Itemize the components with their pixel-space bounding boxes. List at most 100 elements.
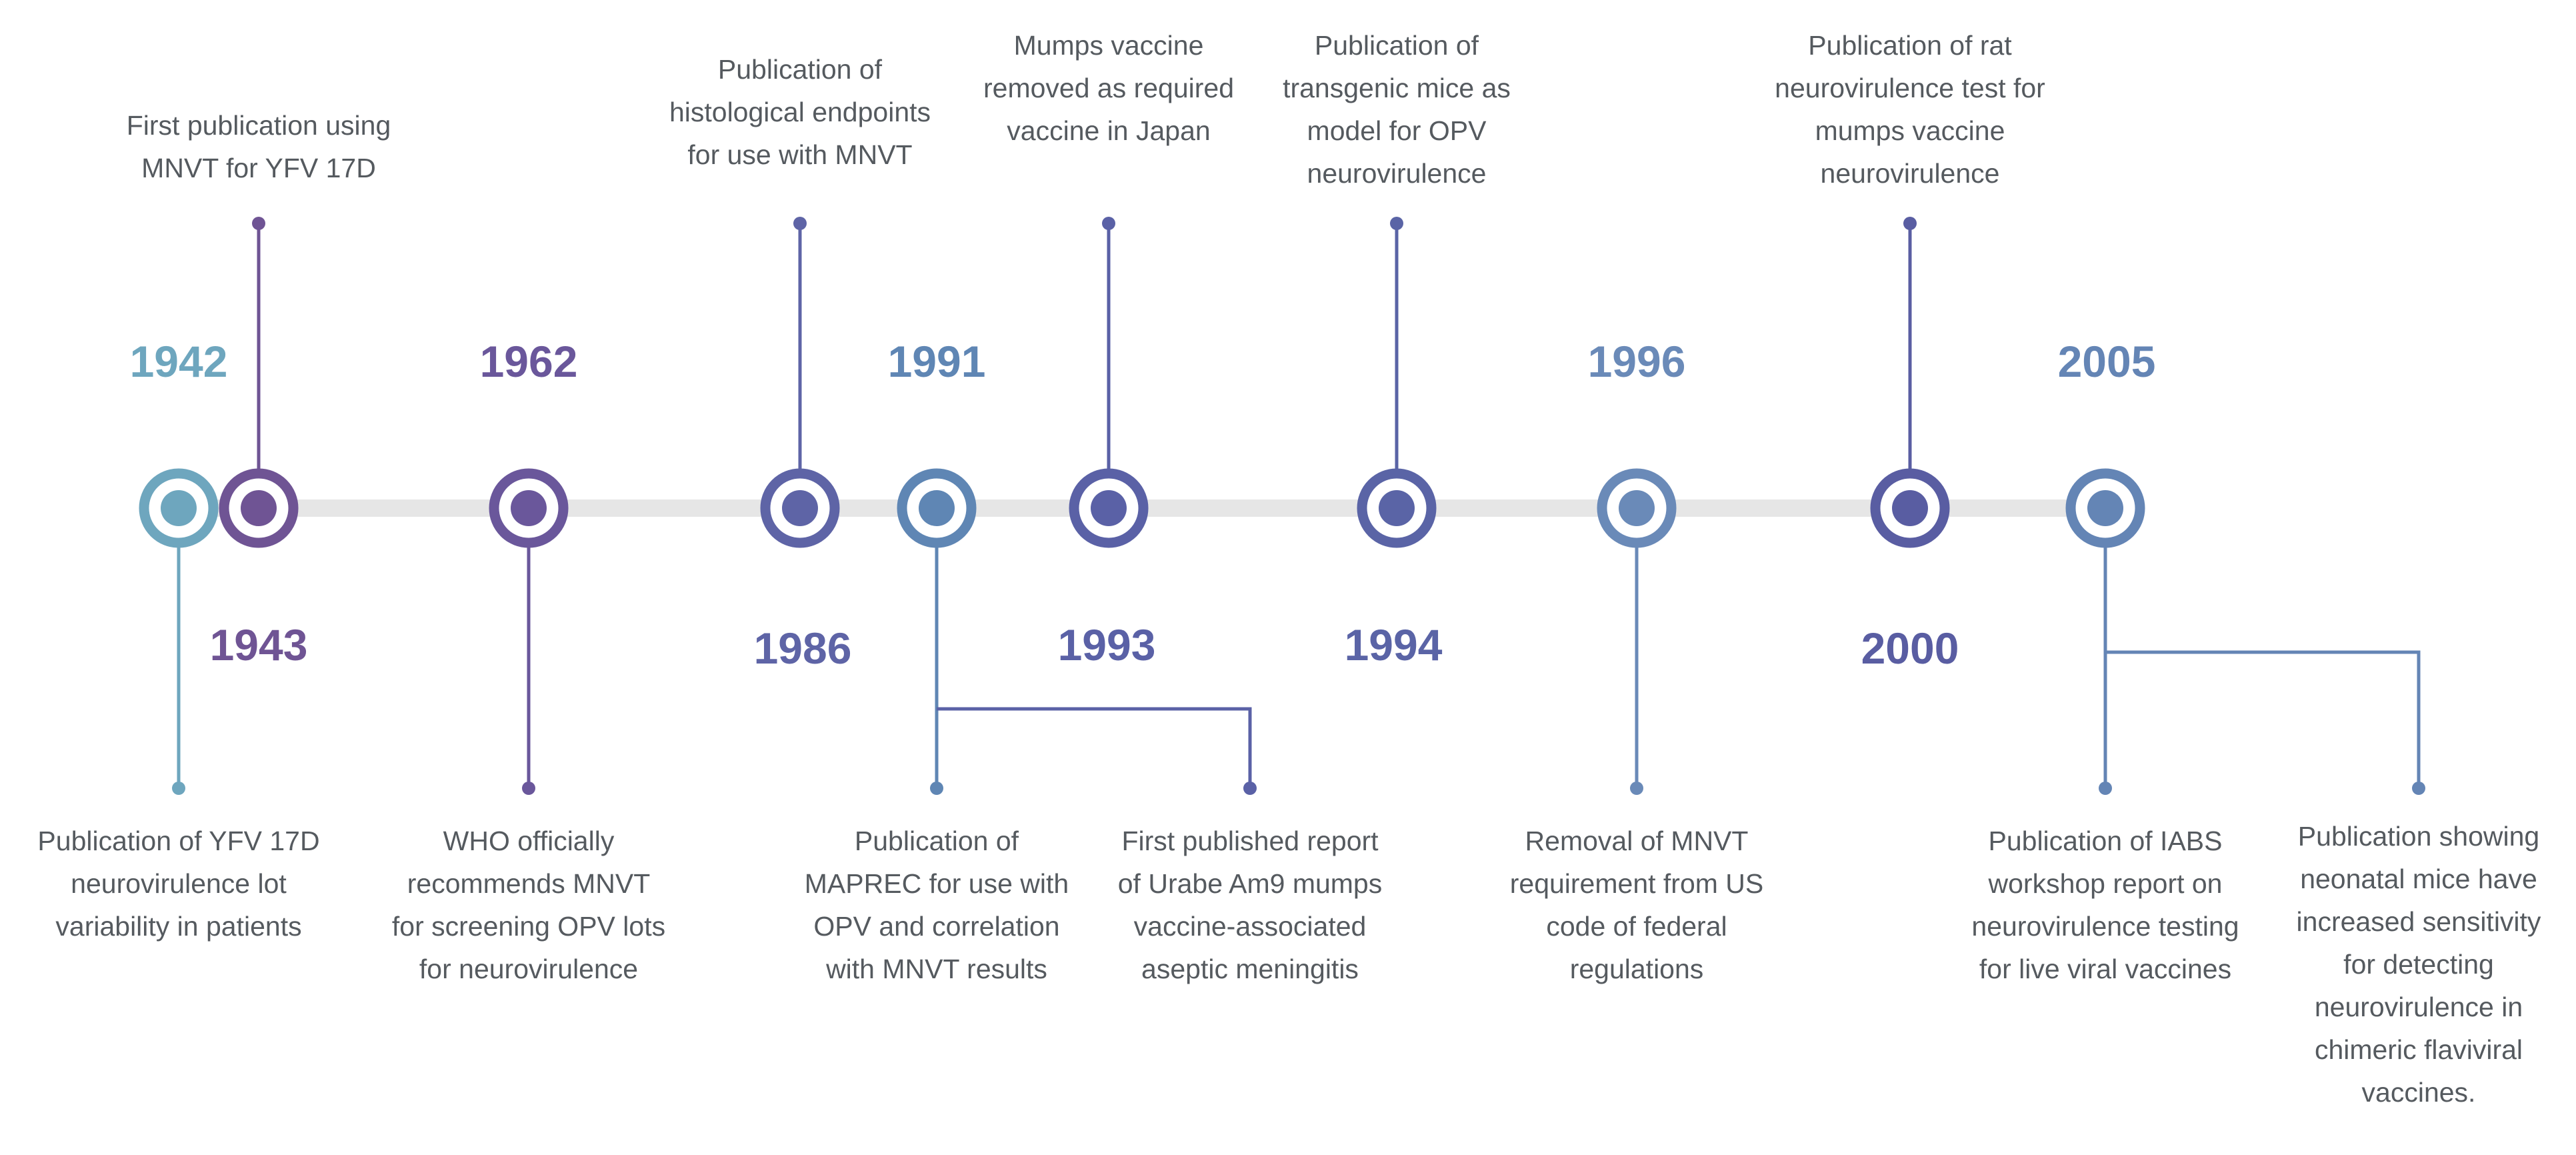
description-line: Publication of IABS [1989,826,2223,856]
node-core [241,490,277,526]
timeline-node-1942 [139,468,219,548]
description-line: mumps vaccine [1815,115,2005,146]
node-core [782,490,818,526]
connector-lines [172,217,2425,795]
node-core [919,490,955,526]
event-description-2005b: Publication showing neonatal mice have inc… [2297,821,2541,1108]
event-endpoint-dot-1993a [1102,217,1115,230]
description-line: requirement from US [1510,868,1764,899]
event-connector-2005b [2105,650,2421,788]
description-line: model for OPV [1307,115,1487,146]
timeline-node-1991 [897,468,977,548]
description-line: vaccine-associated [1134,911,1367,942]
description-line: OPV and correlation [813,911,1059,942]
description-line: MAPREC for use with [805,868,1069,899]
description-line: histological endpoints [669,97,931,127]
description-line: for use with MNVT [687,139,912,170]
description-line: Mumps vaccine [1014,30,1204,61]
year-label-1986: 1986 [754,624,852,673]
timeline-node-1986 [760,468,840,548]
timeline-node-1962 [489,468,569,548]
node-core [511,490,547,526]
year-label-1942: 1942 [130,337,228,386]
timeline-node-2000 [1870,468,1950,548]
event-endpoint-dot-1993b [1243,782,1257,795]
node-core [161,490,197,526]
year-label-1993a: 1993 [1058,620,1156,670]
description-line: workshop report on [1988,868,2223,899]
description-line: for neurovirulence [419,954,638,984]
timeline-nodes [139,468,2145,548]
timeline-node-1993a [1069,468,1149,548]
description-line: MNVT for YFV 17D [141,153,376,183]
description-line: Removal of MNVT [1525,826,1749,856]
timeline-node-1996 [1597,468,1677,548]
year-label-1991: 1991 [888,337,986,386]
description-line: recommends MNVT [407,868,651,899]
description-line: Publication showing [2298,821,2539,852]
description-line: regulations [1570,954,1704,984]
year-label-1994: 1994 [1345,620,1443,670]
description-line: of Urabe Am9 mumps [1118,868,1383,899]
description-line: chimeric flaviviral [2315,1034,2523,1065]
description-line: increased sensitivity [2297,906,2541,937]
description-line: neurovirulence testing [1971,911,2239,942]
event-endpoint-dot-1943 [252,217,265,230]
description-line: with MNVT results [825,954,1047,984]
description-line: Publication of [1315,30,1479,61]
description-line: Publication of [855,826,1019,856]
year-label-1962: 1962 [480,337,578,386]
description-line: neurovirulence lot [71,868,287,899]
description-line: neurovirulence [1307,158,1487,189]
description-line: aseptic meningitis [1141,954,1359,984]
description-line: Publication of rat [1808,30,2012,61]
description-line: Publication of [718,54,883,85]
node-core [1619,490,1655,526]
year-label-2000: 2000 [1861,624,1959,673]
description-line: removed as required [983,73,1234,103]
event-description-1994: Publication of transgenic mice as model fo… [1283,30,1511,189]
event-description-1986: Publication of histological endpoints for … [669,54,931,170]
event-connector-1993b [937,707,1252,788]
description-line: First published report [1121,826,1379,856]
event-description-1993b: First published report of Urabe Am9 mumps… [1118,826,1383,984]
description-line: neurovirulence [1821,158,2000,189]
event-endpoint-dot-1996 [1630,782,1643,795]
description-line: neonatal mice have [2300,864,2537,894]
description-line: neurovirulence test for [1775,73,2045,103]
description-line: for live viral vaccines [1979,954,2231,984]
node-core [2087,490,2123,526]
event-endpoint-dot-1986 [793,217,807,230]
year-label-2005a: 2005 [2058,337,2156,386]
event-endpoint-dot-1994 [1390,217,1403,230]
timeline-node-1943 [219,468,299,548]
event-description-2005a: Publication of IABS workshop report on neu… [1971,826,2239,984]
event-description-1993a: Mumps vaccine removed as required vaccine … [983,30,1234,146]
description-line: transgenic mice as [1283,73,1511,103]
timeline-node-1994 [1357,468,1437,548]
timeline-node-2005a [2065,468,2145,548]
event-endpoint-dot-1991 [930,782,943,795]
event-endpoint-dot-2005a [2099,782,2112,795]
event-endpoint-dot-2000 [1903,217,1917,230]
event-description-1962: WHO officially recommends MNVT for screeni… [392,826,665,984]
description-line: vaccine in Japan [1007,115,1210,146]
description-line: code of federal [1546,911,1727,942]
node-core [1892,490,1928,526]
year-label-1943: 1943 [210,620,308,670]
node-core [1091,490,1127,526]
description-line: for detecting [2343,949,2494,980]
description-line: for screening OPV lots [392,911,665,942]
description-line: neurovirulence in [2315,992,2523,1022]
description-line: vaccines. [2362,1077,2476,1108]
year-label-1996: 1996 [1588,337,1686,386]
description-line: Publication of YFV 17D [37,826,319,856]
event-endpoint-dot-2005b [2412,782,2425,795]
description-line: WHO officially [443,826,615,856]
event-endpoint-dot-1942 [172,782,185,795]
description-line: variability in patients [55,911,301,942]
